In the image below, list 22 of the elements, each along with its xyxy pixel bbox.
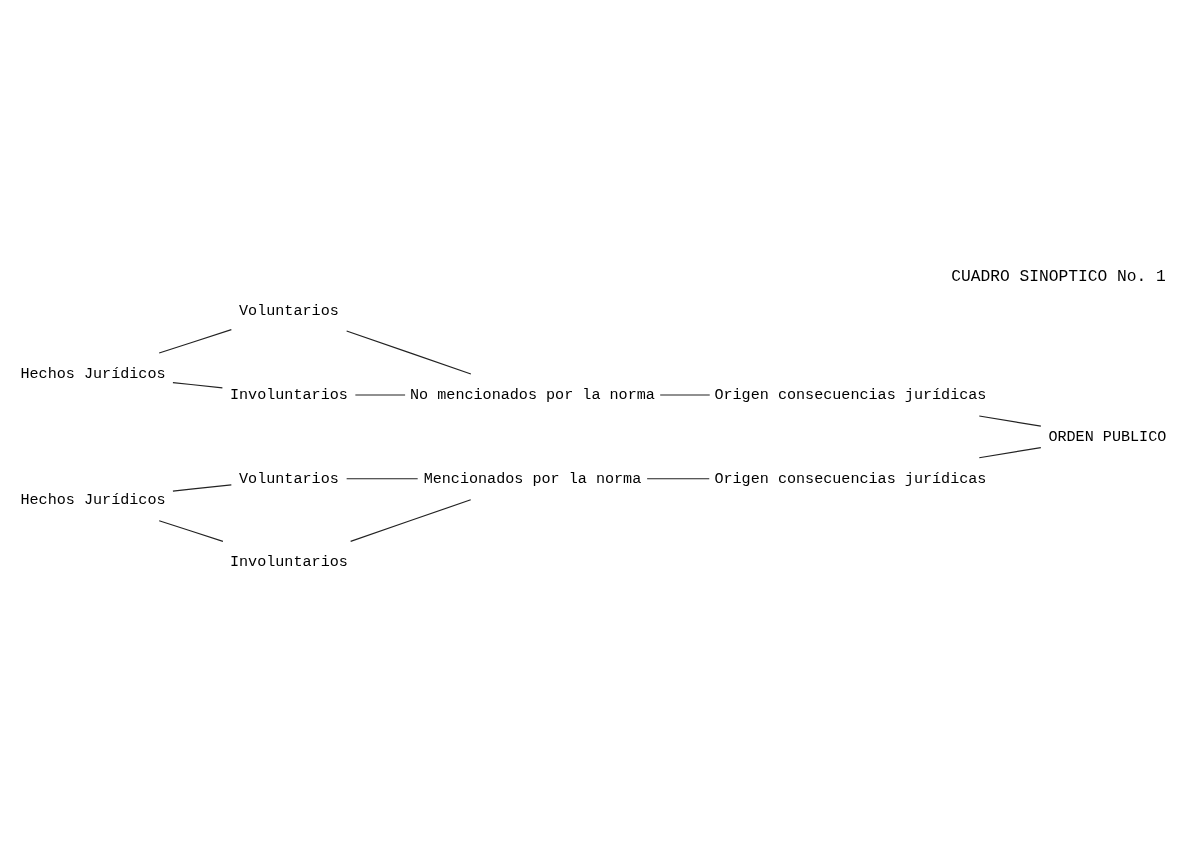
connector [172, 483, 232, 492]
connector [978, 446, 1042, 458]
node-text: Mencionados por la norma [423, 469, 642, 488]
node-text: Voluntarios [239, 301, 339, 320]
connector [978, 414, 1042, 427]
connector [172, 381, 223, 389]
connector [158, 519, 224, 542]
node-text: Hechos Jurídicos [20, 364, 166, 383]
node-text: Involuntarios [229, 385, 348, 404]
node-text: Voluntarios [239, 469, 339, 488]
node-text: No mencionados por la norma [410, 385, 655, 404]
node-text: Origen consecuencias jurídicas [714, 469, 987, 488]
diagram-title: CUADRO SINOPTICO No. 1 [951, 266, 1166, 286]
connector [158, 328, 232, 354]
node-text: Involuntarios [229, 552, 348, 571]
connector [346, 329, 472, 375]
node-text: ORDEN PUBLICO [1048, 427, 1167, 446]
connector [350, 498, 472, 542]
node-text: Hechos Jurídicos [20, 490, 166, 509]
connector [646, 477, 710, 479]
connector [346, 477, 419, 479]
node-text: Origen consecuencias jurídicas [714, 385, 987, 404]
